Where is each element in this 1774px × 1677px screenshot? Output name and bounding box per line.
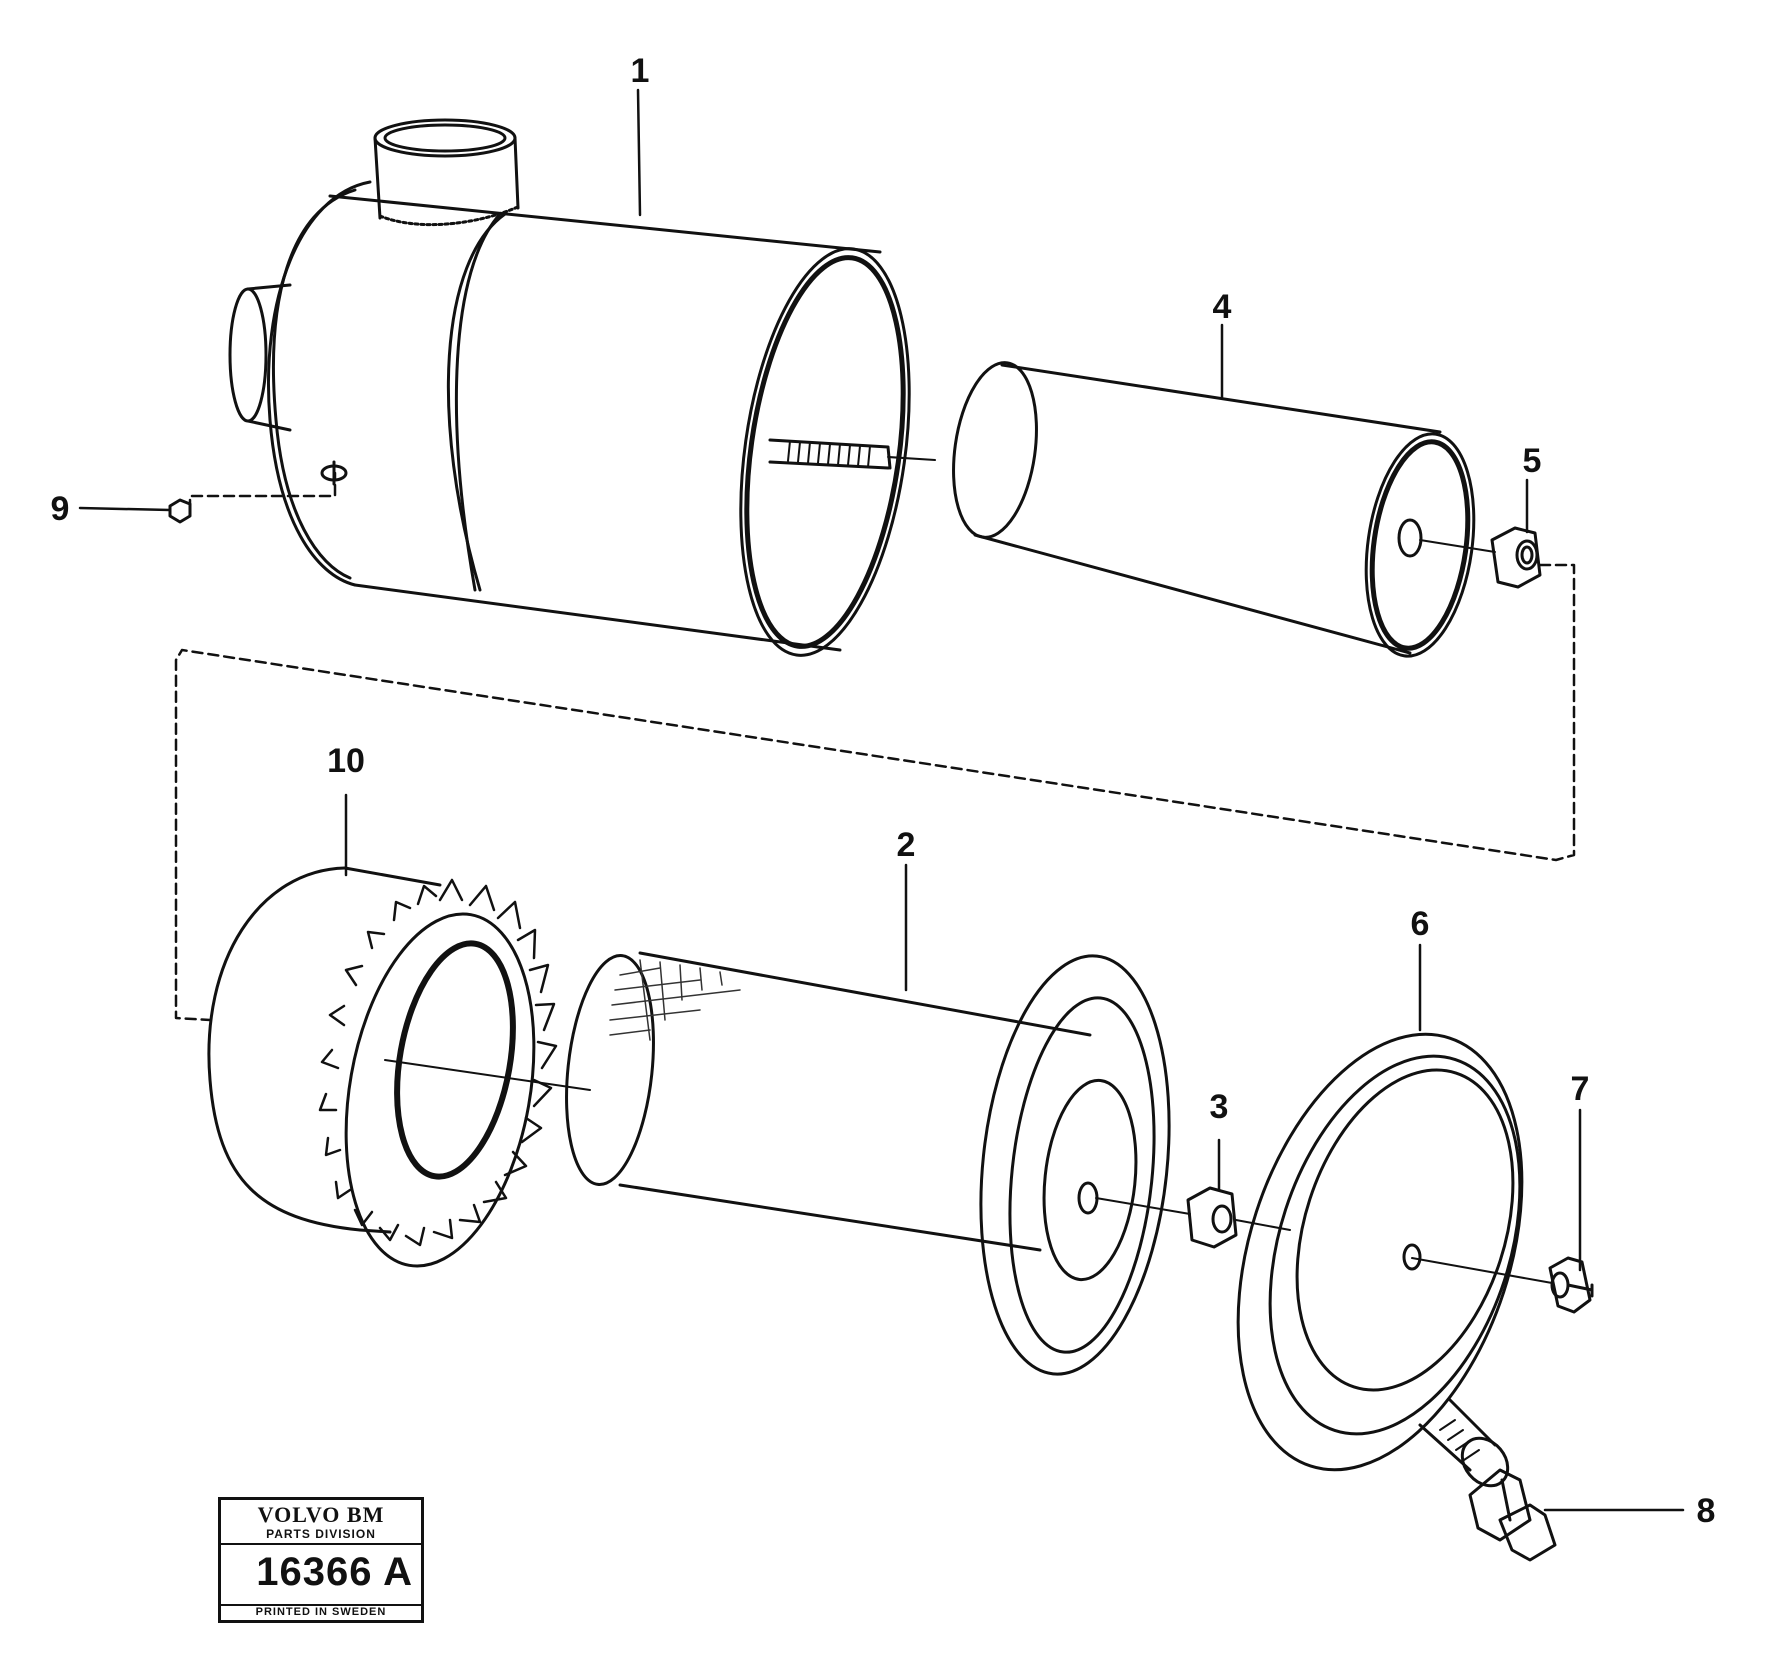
assembly-lines	[384, 456, 1553, 1284]
pre-cleaner	[207, 866, 558, 1268]
end-cover	[1236, 1032, 1524, 1488]
callout-6: 6	[1411, 905, 1430, 943]
dust-valve-8	[1468, 1468, 1557, 1562]
dashed-connector-lines	[174, 471, 1576, 1022]
callout-5: 5	[1523, 442, 1542, 480]
callout-7: 7	[1571, 1070, 1590, 1108]
callout-2: 2	[897, 826, 916, 864]
air-cleaner-housing	[228, 118, 911, 657]
callout-1: 1	[631, 52, 650, 90]
leader-lines	[78, 88, 1685, 1512]
stamp-divider	[221, 1543, 421, 1545]
nut-5	[1490, 526, 1542, 589]
callout-3: 3	[1210, 1088, 1229, 1126]
stamp-divider-lower	[221, 1604, 421, 1606]
stamp-division: PARTS DIVISION	[266, 1527, 376, 1541]
stamp-printed-note: PRINTED IN SWEDEN	[255, 1606, 387, 1618]
callout-4: 4	[1213, 288, 1232, 326]
inner-filter-element	[952, 361, 1476, 658]
callout-8: 8	[1697, 1492, 1716, 1530]
stamp-illustration-number: 16366 A	[256, 1550, 413, 1594]
main-filter-element	[565, 951, 1171, 1376]
nut-3	[1186, 1186, 1238, 1249]
knob-7	[1548, 1256, 1594, 1314]
parts-division-stamp: VOLVO BM PARTS DIVISION 16366 A PRINTED …	[218, 1497, 424, 1623]
callouts: 1 4 5 9 10 2 6 3 7 8	[51, 52, 1716, 1530]
callout-10: 10	[327, 742, 365, 780]
stamp-brand: VOLVO BM	[257, 1502, 385, 1527]
drain-plug-9	[168, 498, 192, 524]
callout-9: 9	[51, 490, 70, 528]
